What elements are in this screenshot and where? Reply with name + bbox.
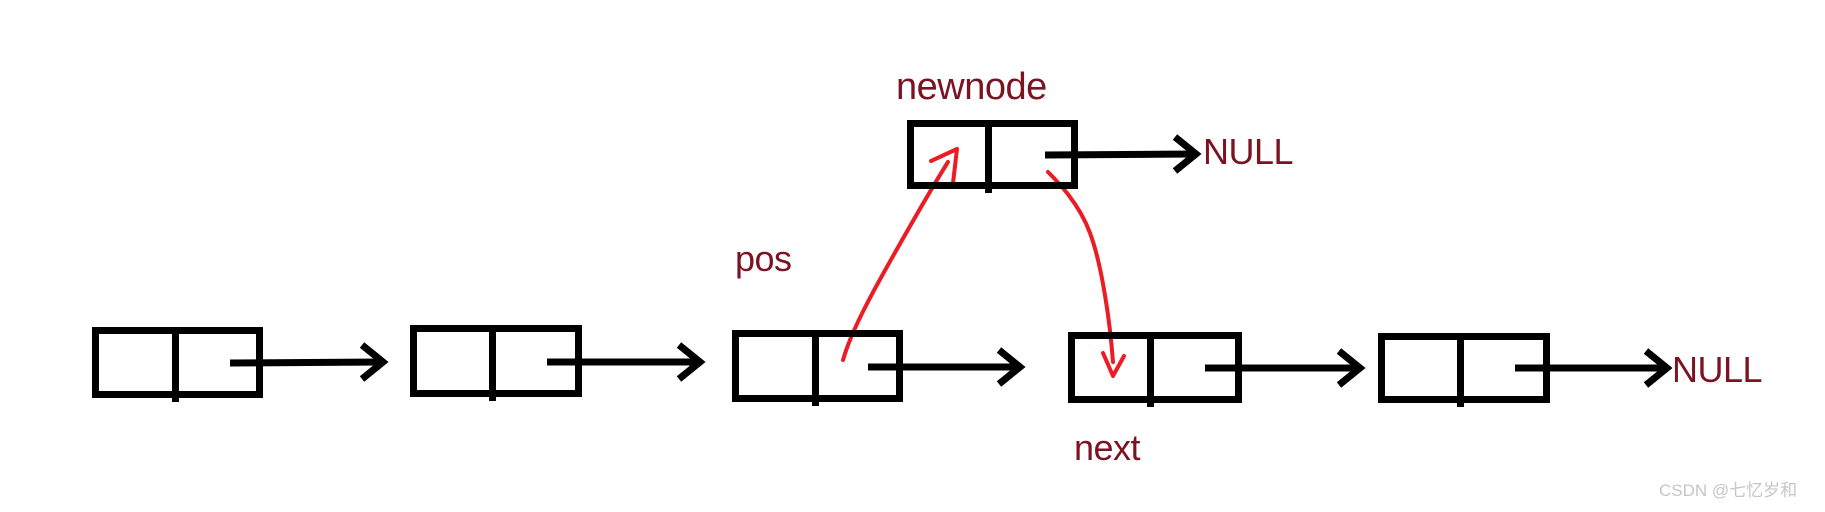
list-node-2-divider [488, 332, 496, 401]
list-node-2 [410, 325, 582, 401]
arrow-newnode-to-null-head [1172, 134, 1202, 174]
arrow-node4-to-node5-head [1336, 348, 1366, 388]
list-node-1 [92, 327, 263, 402]
newnode-box-divider [984, 127, 992, 193]
pos-label: pos [735, 238, 792, 279]
watermark: CSDN @七忆岁和 [1659, 481, 1798, 500]
list-node-4-next [1068, 332, 1242, 407]
list-node-5 [1378, 333, 1550, 407]
list-node-3-pos [732, 330, 903, 406]
arrow-node3-to-node4-head [996, 347, 1026, 387]
arrow-node2-to-node3-head [676, 342, 706, 382]
arrow-node5-to-null-head [1643, 348, 1673, 388]
arrow-newnode-to-null [1044, 150, 1195, 159]
list-node-5-divider [1456, 340, 1464, 407]
red-arrow-pos-to-newnode-head [929, 147, 959, 185]
list-node-4-next-divider [1146, 339, 1154, 407]
list-node-1-divider [171, 334, 179, 402]
arrow-node1-to-node2 [229, 358, 382, 367]
next-label: next [1074, 427, 1141, 468]
red-arrow-newnode-to-next-head [1101, 351, 1126, 378]
null-label-tail: NULL [1672, 349, 1763, 390]
null-label-newnode: NULL [1203, 131, 1294, 172]
newnode-label: newnode [896, 66, 1047, 108]
list-node-3-pos-divider [811, 337, 819, 406]
newnode-box [907, 120, 1078, 193]
arrow-node1-to-node2-head [359, 342, 389, 382]
